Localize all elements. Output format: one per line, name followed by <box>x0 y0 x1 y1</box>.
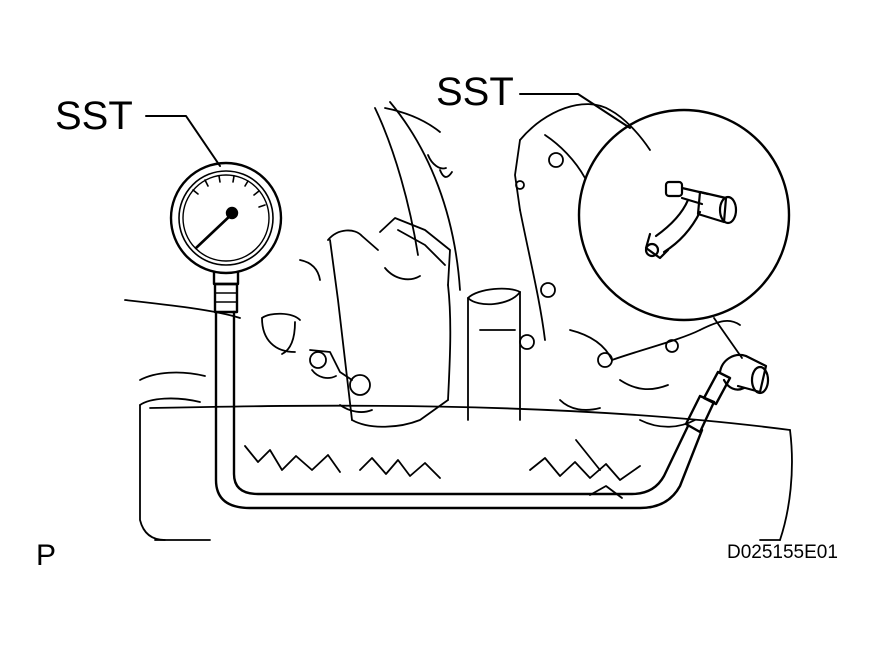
callout-magnifier <box>577 108 791 359</box>
pressure-gauge-icon <box>169 161 283 314</box>
hose <box>214 310 732 510</box>
transmission-case <box>124 101 793 541</box>
sst-gauge-label: SST <box>55 94 133 138</box>
view-code-label: P <box>36 539 57 572</box>
union-adapter-icon <box>644 180 738 260</box>
label-leaders <box>145 93 631 167</box>
case-adapter <box>718 353 770 395</box>
figure-id-label: D025155E01 <box>727 542 838 563</box>
sst-adapter-label: SST <box>436 70 514 114</box>
